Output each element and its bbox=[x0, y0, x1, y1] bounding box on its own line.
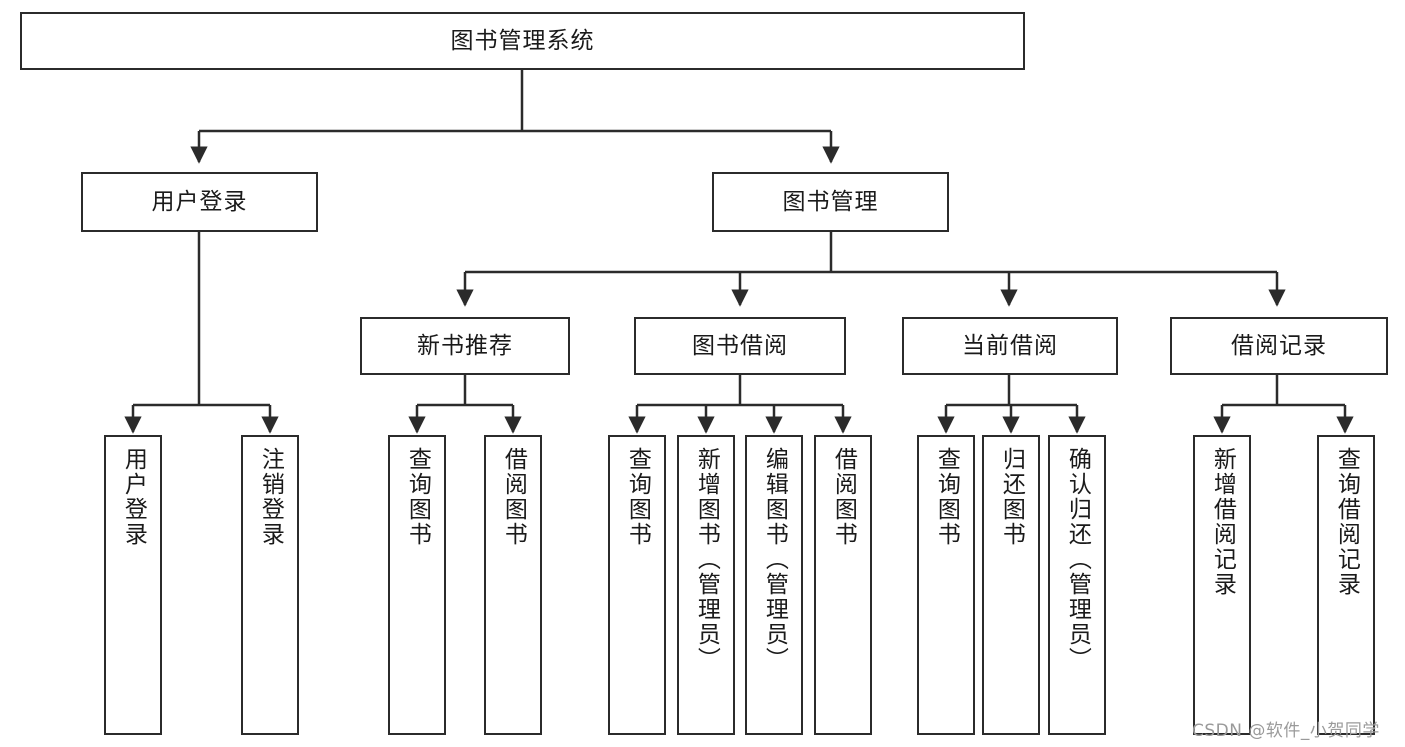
node-leaf-user-login-label: 用户登录 bbox=[120, 447, 147, 547]
node-root-label: 图书管理系统 bbox=[450, 27, 595, 54]
node-leaf-edit-book[interactable]: 编辑图书（管理员） bbox=[745, 435, 803, 735]
node-book-borrow[interactable]: 图书借阅 bbox=[634, 317, 846, 375]
node-borrow-record[interactable]: 借阅记录 bbox=[1170, 317, 1388, 375]
node-leaf-user-logout-label: 注销登录 bbox=[257, 447, 284, 547]
node-book-management[interactable]: 图书管理 bbox=[712, 172, 949, 232]
node-leaf-borrow-book-2-label: 借阅图书 bbox=[830, 447, 857, 547]
node-leaf-return-book-label: 归还图书 bbox=[998, 447, 1025, 547]
node-current-borrow[interactable]: 当前借阅 bbox=[902, 317, 1118, 375]
node-leaf-query-book-2-label: 查询图书 bbox=[624, 447, 651, 547]
node-leaf-query-record[interactable]: 查询借阅记录 bbox=[1317, 435, 1375, 735]
node-leaf-confirm-return[interactable]: 确认归还（管理员） bbox=[1048, 435, 1106, 735]
node-borrow-record-label: 借阅记录 bbox=[1231, 332, 1327, 359]
node-leaf-query-book-1-label: 查询图书 bbox=[404, 447, 431, 547]
node-leaf-add-book[interactable]: 新增图书（管理员） bbox=[677, 435, 735, 735]
node-leaf-borrow-book-1[interactable]: 借阅图书 bbox=[484, 435, 542, 735]
node-leaf-user-login[interactable]: 用户登录 bbox=[104, 435, 162, 735]
node-leaf-user-logout[interactable]: 注销登录 bbox=[241, 435, 299, 735]
node-new-book-recommend[interactable]: 新书推荐 bbox=[360, 317, 570, 375]
node-user-login-label: 用户登录 bbox=[151, 188, 248, 215]
node-new-book-recommend-label: 新书推荐 bbox=[417, 332, 513, 359]
node-leaf-add-book-label: 新增图书（管理员） bbox=[693, 447, 720, 672]
node-leaf-return-book[interactable]: 归还图书 bbox=[982, 435, 1040, 735]
node-leaf-query-book-3[interactable]: 查询图书 bbox=[917, 435, 975, 735]
node-leaf-confirm-return-label: 确认归还（管理员） bbox=[1064, 447, 1091, 672]
node-current-borrow-label: 当前借阅 bbox=[962, 332, 1058, 359]
node-user-login[interactable]: 用户登录 bbox=[81, 172, 318, 232]
node-leaf-edit-book-label: 编辑图书（管理员） bbox=[761, 447, 788, 672]
node-root[interactable]: 图书管理系统 bbox=[20, 12, 1025, 70]
node-leaf-query-record-label: 查询借阅记录 bbox=[1333, 447, 1360, 597]
node-book-borrow-label: 图书借阅 bbox=[692, 332, 788, 359]
node-leaf-add-record[interactable]: 新增借阅记录 bbox=[1193, 435, 1251, 735]
node-leaf-query-book-2[interactable]: 查询图书 bbox=[608, 435, 666, 735]
node-leaf-query-book-1[interactable]: 查询图书 bbox=[388, 435, 446, 735]
node-leaf-borrow-book-1-label: 借阅图书 bbox=[500, 447, 527, 547]
node-book-management-label: 图书管理 bbox=[782, 188, 879, 215]
node-leaf-query-book-3-label: 查询图书 bbox=[933, 447, 960, 547]
node-leaf-borrow-book-2[interactable]: 借阅图书 bbox=[814, 435, 872, 735]
node-leaf-add-record-label: 新增借阅记录 bbox=[1209, 447, 1236, 597]
watermark-text: CSDN @软件_小贺同学 bbox=[1192, 721, 1380, 741]
